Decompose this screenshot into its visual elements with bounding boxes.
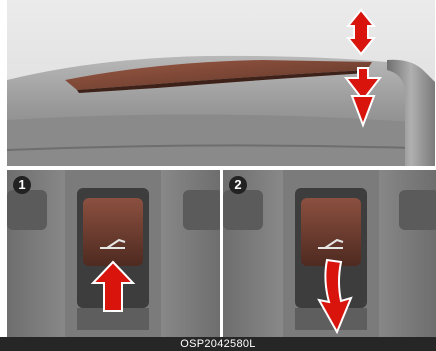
step-number-badge: 1 xyxy=(13,176,31,194)
sunroof-overview-panel xyxy=(7,0,435,166)
step-1-panel: 1 xyxy=(7,170,220,337)
step-number-badge: 2 xyxy=(229,176,247,194)
step-2-panel: 2 xyxy=(223,170,436,337)
figure-code-caption: OSP2042580L xyxy=(0,337,436,351)
sunroof-overview-illustration xyxy=(7,0,435,166)
switch-push-up-illustration xyxy=(7,170,220,337)
switch-pull-down-illustration xyxy=(223,170,436,337)
